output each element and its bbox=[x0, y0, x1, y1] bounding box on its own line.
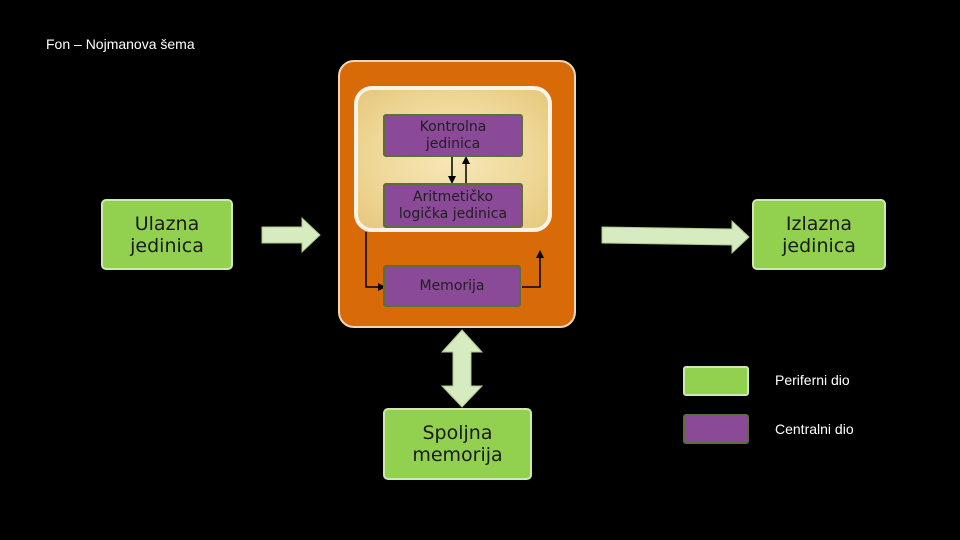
slide-title: Fon – Nojmanova šema bbox=[46, 36, 195, 52]
memory-unit-label: Memorija bbox=[419, 277, 485, 294]
output-unit: Izlazna jedinica bbox=[752, 199, 886, 270]
control-unit: Kontrolna jedinica bbox=[383, 114, 523, 157]
legend-swatch-central bbox=[683, 414, 749, 444]
external-memory-unit: Spoljna memorija bbox=[383, 408, 532, 480]
output-arrow bbox=[601, 219, 750, 255]
input-unit-label: Ulazna jedinica bbox=[130, 212, 204, 257]
alu-to-memory-connector bbox=[365, 232, 386, 291]
input-arrow bbox=[261, 216, 321, 254]
legend-label-peripheral: Periferni dio bbox=[775, 372, 850, 388]
alu-unit: Aritmetičko logička jedinica bbox=[383, 183, 523, 228]
input-unit: Ulazna jedinica bbox=[101, 199, 233, 270]
control-unit-label: Kontrolna jedinica bbox=[419, 118, 487, 152]
external-memory-label: Spoljna memorija bbox=[412, 422, 503, 466]
output-unit-label: Izlazna jedinica bbox=[782, 212, 856, 257]
memory-to-alu-connector bbox=[522, 250, 544, 288]
memory-unit: Memorija bbox=[383, 265, 521, 307]
legend-label-central: Centralni dio bbox=[775, 421, 854, 437]
legend-swatch-peripheral bbox=[683, 366, 749, 396]
external-memory-arrow bbox=[440, 329, 484, 408]
alu-unit-label: Aritmetičko logička jedinica bbox=[398, 188, 508, 222]
